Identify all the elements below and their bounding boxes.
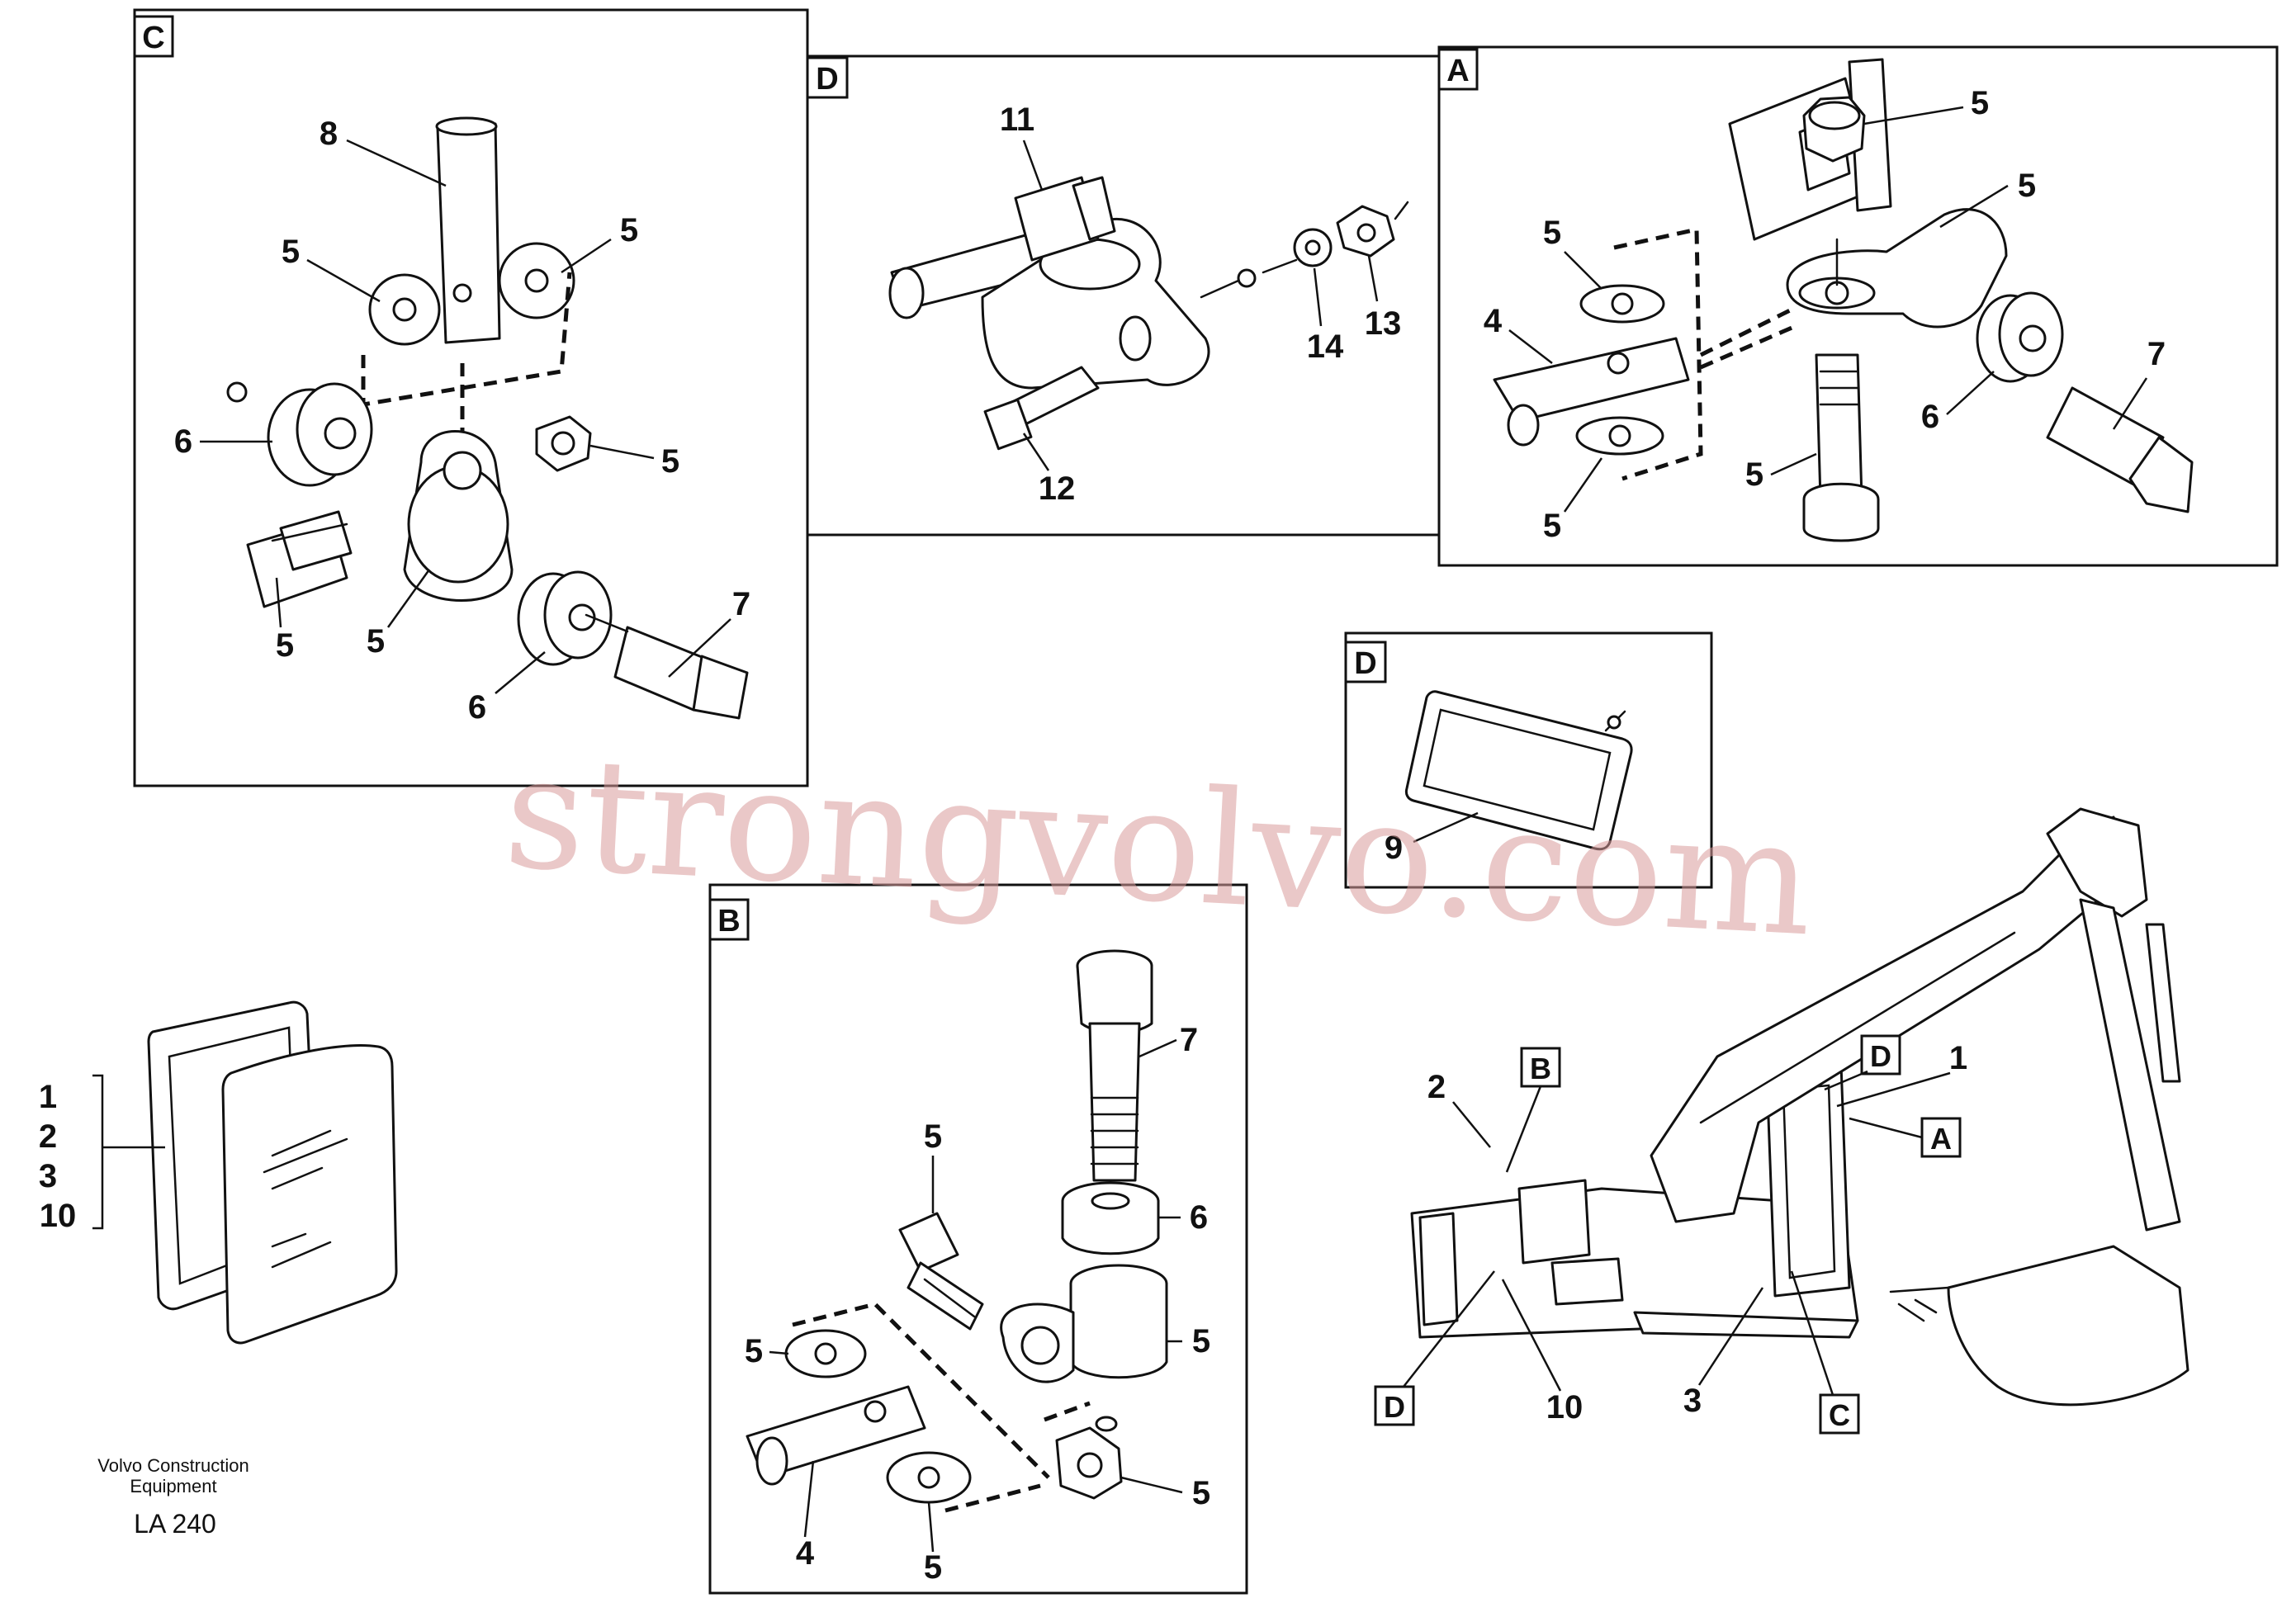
panel-d-mirror: D 9 [1344,631,1713,889]
label-5: 5 [2018,168,2036,204]
label-7: 7 [732,586,750,622]
label-9: 9 [1385,830,1403,866]
label-2: 2 [39,1118,57,1155]
machine-tag-d-top: D [1870,1039,1891,1073]
label-6: 6 [1190,1199,1208,1236]
panel-b: B 7 5 6 5 5 4 5 [708,883,1248,1595]
panel-d-tag: D [816,62,838,97]
machine-tag-c: C [1829,1398,1850,1432]
company-name-line2: Equipment [130,1476,216,1496]
label-5: 5 [282,234,300,270]
label-8: 8 [320,116,338,152]
label-5: 5 [1192,1323,1210,1359]
panel-d-mirror-tag: D [1354,646,1376,681]
machine-tag-b: B [1530,1052,1551,1085]
label-7: 7 [2147,336,2166,372]
label-6: 6 [174,423,192,460]
label-5: 5 [276,627,294,664]
label-13: 13 [1365,305,1402,342]
panel-c-tag: C [142,21,164,55]
label-3: 3 [39,1158,57,1194]
label-11: 11 [1000,102,1034,138]
machine-label-3: 3 [1683,1383,1702,1419]
excavator: B 2 D 1 A D 10 3 C [1374,807,2189,1435]
drawing-code: LA 240 [134,1509,216,1539]
panel-a: A 5 5 5 4 6 7 5 [1437,45,2279,567]
label-10: 10 [40,1198,77,1234]
label-5: 5 [924,1118,942,1155]
label-5: 5 [1543,215,1561,251]
label-5: 5 [1192,1475,1210,1511]
label-5: 5 [1543,508,1561,544]
machine-tag-a: A [1930,1122,1952,1156]
label-4: 4 [1484,303,1503,339]
label-5: 5 [1971,85,1989,121]
panel-a-tag: A [1446,54,1469,88]
label-4: 4 [796,1535,815,1572]
label-5: 5 [367,623,385,660]
label-5: 5 [924,1549,942,1586]
machine-tag-d-bottom: D [1384,1390,1405,1424]
panel-c: C 8 5 5 6 [133,8,809,787]
label-7: 7 [1180,1022,1198,1058]
machine-label-10: 10 [1546,1389,1584,1426]
mirror-assembly: 1 2 3 10 [39,1000,398,1345]
label-6: 6 [468,689,486,726]
label-1: 1 [39,1079,57,1115]
label-5: 5 [745,1333,763,1369]
company-name: Volvo Construction [97,1455,249,1476]
machine-label-1: 1 [1949,1040,1967,1076]
label-14: 14 [1307,329,1344,365]
label-5: 5 [620,212,638,248]
machine-label-2: 2 [1427,1069,1446,1105]
panel-b-tag: B [717,904,740,939]
label-5: 5 [661,443,679,480]
panel-d-top: D 11 12 14 13 [806,54,1441,537]
label-5: 5 [1745,456,1763,493]
label-6: 6 [1921,399,1939,435]
label-12: 12 [1039,470,1076,507]
caption: Volvo Construction Equipment LA 240 [97,1455,249,1539]
